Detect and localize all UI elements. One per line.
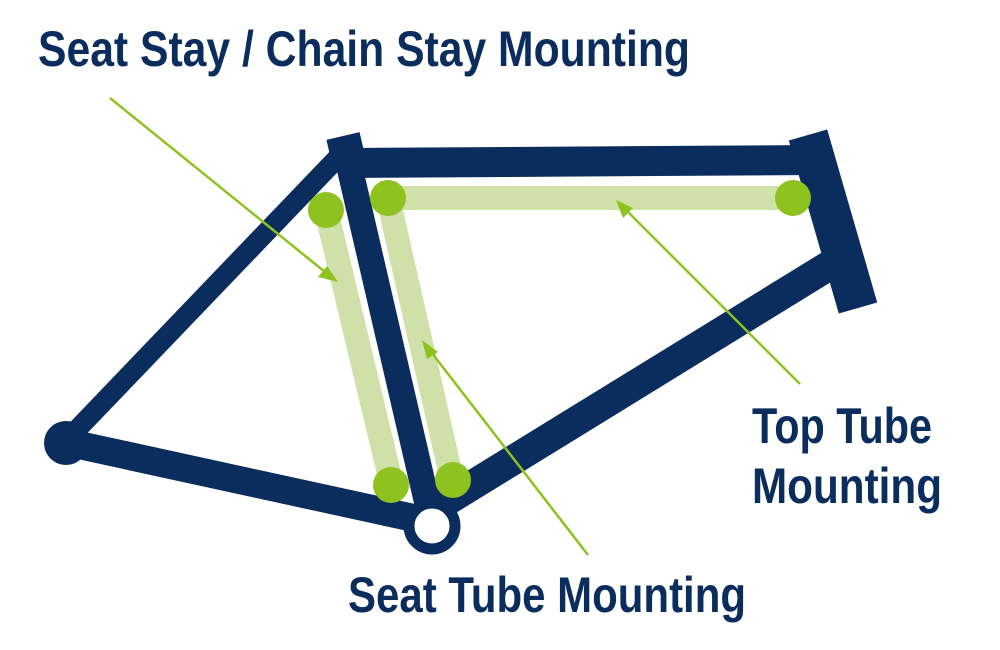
diagram-labels: Seat Stay / Chain Stay Mounting Top Tube… <box>38 21 942 623</box>
seat-stay-mount-band <box>314 207 404 489</box>
rear-dropout <box>44 421 88 465</box>
mount-point-seat-stay-top <box>308 192 344 228</box>
label-top-tube-line2: Mounting <box>752 458 942 514</box>
head-tube <box>788 129 878 314</box>
pointer-arrows <box>109 97 801 556</box>
top-tube-pointer-line <box>623 207 801 385</box>
mount-point-seat-tube-bottom <box>435 462 471 498</box>
mount-points <box>308 180 811 503</box>
mounting-bands <box>314 186 792 489</box>
seat-stay-pointer-line <box>109 97 331 277</box>
bottom-bracket <box>403 497 461 555</box>
mount-point-seat-stay-bottom <box>373 467 409 503</box>
label-seat-stay-chain-stay: Seat Stay / Chain Stay Mounting <box>38 21 690 77</box>
mount-point-top-tube-front <box>775 180 811 216</box>
seat-stay <box>55 140 355 452</box>
seat-tube-pointer-line <box>427 347 589 556</box>
top-tube <box>344 145 816 178</box>
label-seat-tube: Seat Tube Mounting <box>348 567 746 623</box>
bike-frame <box>44 129 878 555</box>
label-top-tube-line1: Top Tube <box>752 398 932 454</box>
chain-stay <box>51 428 446 536</box>
seat-tube-mount-band <box>376 195 464 483</box>
seat-tube <box>332 145 443 518</box>
down-tube <box>417 247 850 525</box>
top-tube-pointer-arrowhead <box>616 200 633 218</box>
seat-tube-pointer-arrowhead <box>422 340 438 359</box>
mount-point-seat-tube-top <box>370 180 406 216</box>
seat-stay-pointer-arrowhead <box>318 266 338 282</box>
